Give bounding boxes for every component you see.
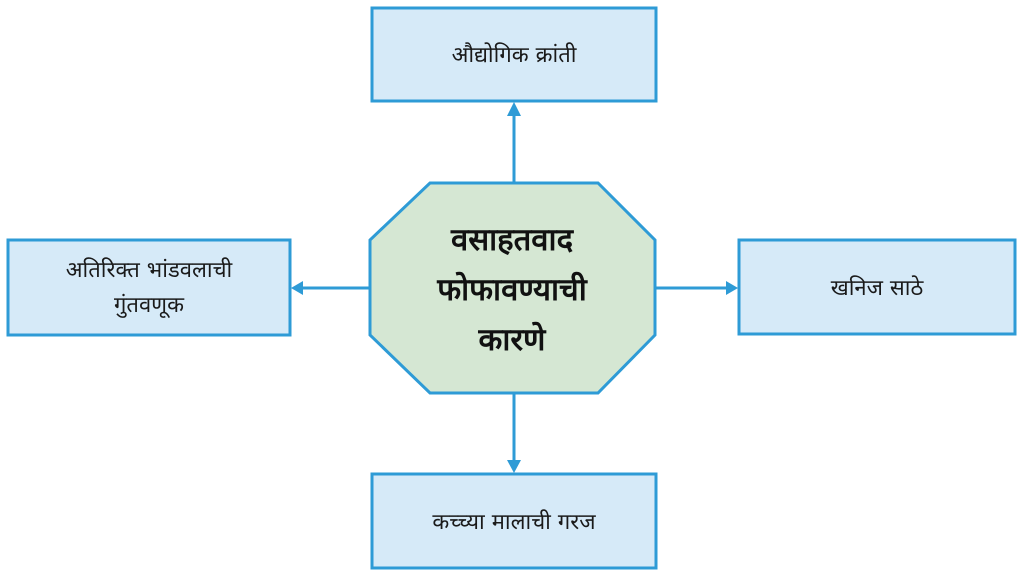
- center-octagon: [368, 181, 657, 395]
- node-left: अतिरिक्त भांडवलाची गुंतवणूक: [6, 238, 292, 337]
- node-right-label: खनिज साठे: [831, 275, 925, 301]
- node-bottom: कच्च्या मालाची गरज: [370, 472, 658, 570]
- arrowhead-down-icon: [507, 460, 521, 473]
- arrowhead-right-icon: [726, 281, 738, 295]
- center-node: वसाहतवाद फोफावण्याची कारणे: [368, 181, 657, 395]
- center-label-line3: कारणे: [478, 321, 548, 358]
- connector-left: [291, 281, 370, 295]
- node-right: खनिज साठे: [737, 238, 1017, 336]
- connector-top: [507, 102, 521, 183]
- center-label-line1: वसाहतवाद: [450, 222, 575, 258]
- arrowhead-left-icon: [291, 281, 303, 295]
- node-top-label: औद्योगिक क्रांती: [452, 42, 577, 68]
- node-bottom-label: कच्च्या मालाची गरज: [432, 509, 596, 535]
- arrowhead-up-icon: [507, 102, 521, 116]
- connector-right: [655, 281, 738, 295]
- center-label-line2: फोफावण्याची: [436, 271, 588, 308]
- node-top: औद्योगिक क्रांती: [370, 6, 658, 103]
- connector-bottom: [507, 393, 521, 473]
- node-left-label-line1: अतिरिक्त भांडवलाची: [66, 257, 233, 283]
- node-left-label-line2: गुंतवणूक: [114, 293, 185, 319]
